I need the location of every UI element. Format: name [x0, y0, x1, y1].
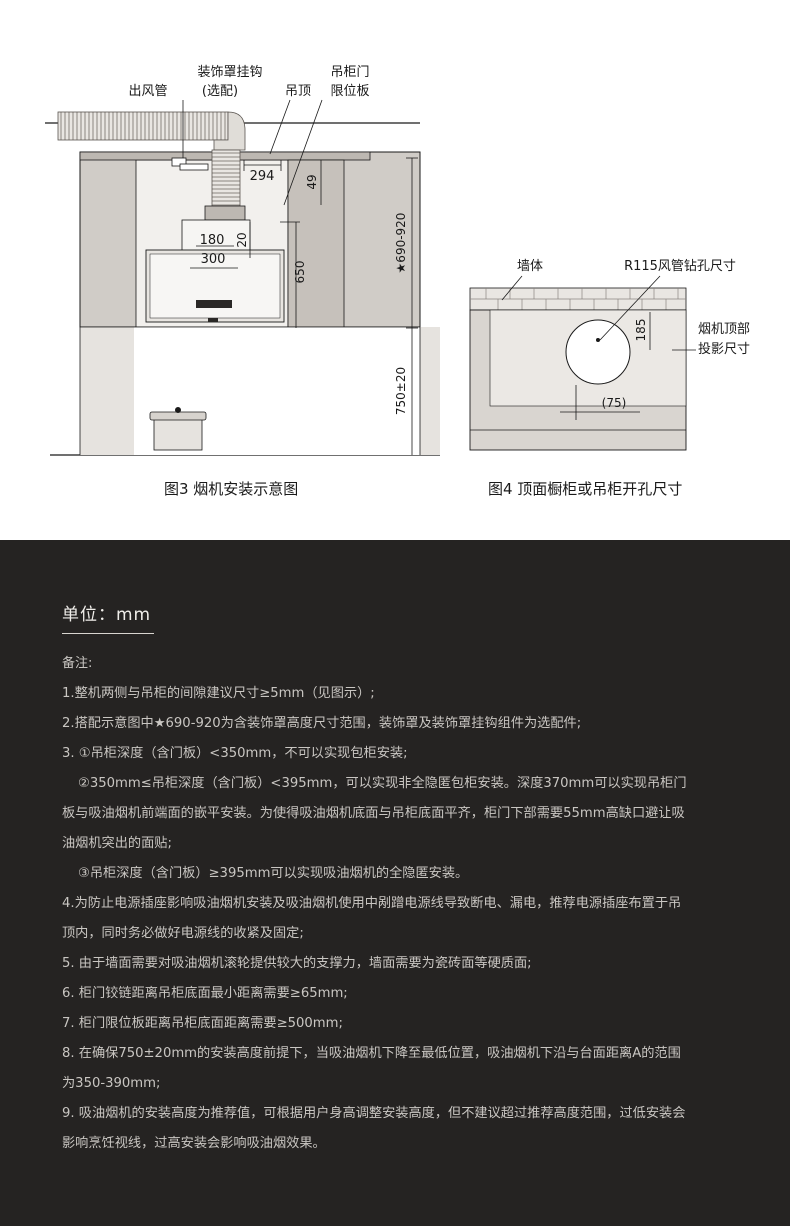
cabinet-side-panel	[287, 159, 345, 328]
dim-180: 180	[200, 233, 225, 248]
hood-control-panel	[196, 300, 232, 308]
diagram-panel: 出风管 装饰罩挂钩 (选配) 吊顶 吊柜门 限位板 294 49 180 20 …	[0, 0, 790, 540]
figure3-caption: 图3 烟机安装示意图	[164, 480, 299, 498]
note-line: 1.整机两侧与吊柜的间隙建议尺寸≥5mm（见图示）;	[62, 686, 375, 701]
label-limiter-line2: 限位板	[330, 84, 369, 99]
figure4-drawing: 墙体 R115风管钻孔尺寸 烟机顶部 投影尺寸 185 (75)	[469, 259, 750, 451]
note-line: 9. 吸油烟机的安装高度为推荐值，可根据用户身高调整安装高度，但不建议超过推荐高…	[62, 1106, 686, 1121]
label-hole-size: R115风管钻孔尺寸	[624, 259, 736, 274]
dim-20: 20	[235, 232, 249, 247]
figure3-drawing: 出风管 装饰罩挂钩 (选配) 吊顶 吊柜门 限位板 294 49 180 20 …	[45, 65, 440, 456]
dim-185: 185	[634, 319, 648, 342]
notes-heading: 备注:	[62, 656, 93, 671]
dim-690-920: ★690-920	[394, 213, 408, 274]
note-line: 影响烹饪视线，过高安装会影响吸油烟效果。	[62, 1136, 326, 1151]
notes-panel: 单位：mm 备注: 1.整机两侧与吊柜的间隙建议尺寸≥5mm（见图示）; 2.搭配…	[0, 540, 790, 1226]
dim-650: 650	[293, 261, 307, 284]
exhaust-duct	[57, 111, 229, 141]
note-line: 油烟机突出的面贴;	[62, 836, 172, 851]
lower-wall-right	[420, 327, 440, 455]
dim-300: 300	[201, 252, 226, 267]
label-ceiling: 吊顶	[285, 84, 311, 99]
label-limiter-line1: 吊柜门	[330, 65, 369, 80]
duct-elbow	[213, 111, 246, 151]
lower-wall-left	[80, 327, 134, 455]
label-wall: 墙体	[517, 259, 543, 274]
note-line: 5. 由于墙面需要对吸油烟机滚轮提供较大的支撑力，墙面需要为瓷砖面等硬质面;	[62, 956, 532, 971]
dim-750: 750±20	[394, 367, 408, 415]
note-line: ③吊柜深度（含门板）≥395mm可以实现吸油烟机的全隐匿安装。	[78, 866, 469, 881]
label-duct: 出风管	[128, 84, 167, 99]
note-line: 2.搭配示意图中★690-920为含装饰罩高度尺寸范围，装饰罩及装饰罩挂钩组件为…	[62, 716, 582, 731]
note-line: 3. ①吊柜深度（含门板）<350mm，不可以实现包柜安装;	[62, 746, 408, 761]
fig4-dimension-lines	[470, 275, 696, 431]
hook-bracket-icon	[171, 157, 187, 167]
dim-294: 294	[250, 169, 275, 184]
label-hook-line1: 装饰罩挂钩	[197, 65, 262, 80]
dim-49: 49	[305, 174, 319, 189]
unit-divider	[62, 633, 154, 634]
note-line: 板与吸油烟机前端面的嵌平安装。为使得吸油烟机底面与吊柜底面平齐，柜门下部需要55…	[62, 806, 685, 821]
notes-list: 1.整机两侧与吊柜的间隙建议尺寸≥5mm（见图示）; 2.搭配示意图中★690-9…	[62, 679, 752, 1159]
note-line: 6. 柜门铰链距离吊柜底面最小距离需要≥65mm;	[62, 986, 348, 1001]
duct-vertical	[211, 149, 241, 213]
duct-hole-icon	[565, 319, 631, 385]
note-line: 4.为防止电源插座影响吸油烟机安装及吸油烟机使用中剐蹭电源线导致断电、漏电，推荐…	[62, 896, 682, 911]
dim-75: (75)	[602, 396, 627, 410]
note-line: 7. 柜门限位板距离吊柜底面距离需要≥500mm;	[62, 1016, 343, 1031]
hood-collar	[204, 205, 246, 221]
label-projection-line1: 烟机顶部	[698, 322, 750, 337]
installation-diagrams: 出风管 装饰罩挂钩 (选配) 吊顶 吊柜门 限位板 294 49 180 20 …	[45, 65, 750, 456]
label-projection-line2: 投影尺寸	[698, 341, 750, 357]
note-line: 为350-390mm;	[62, 1076, 161, 1091]
note-line: 顶内，同时务必做好电源线的收紧及固定;	[62, 926, 304, 941]
stove-pot-icon	[153, 415, 203, 451]
figure4-caption: 图4 顶面橱柜或吊柜开孔尺寸	[488, 480, 683, 498]
note-line: 8. 在确保750±20mm的安装高度前提下，当吸油烟机下降至最低位置，吸油烟机…	[62, 1046, 681, 1061]
unit-title: 单位：mm	[62, 605, 152, 625]
label-hook-line2: (选配)	[202, 84, 238, 99]
dimension-lines	[182, 99, 418, 455]
note-line: ②350mm≤吊柜深度（含门板）<395mm，可以实现非全隐匿包柜安装。深度37…	[78, 776, 687, 791]
